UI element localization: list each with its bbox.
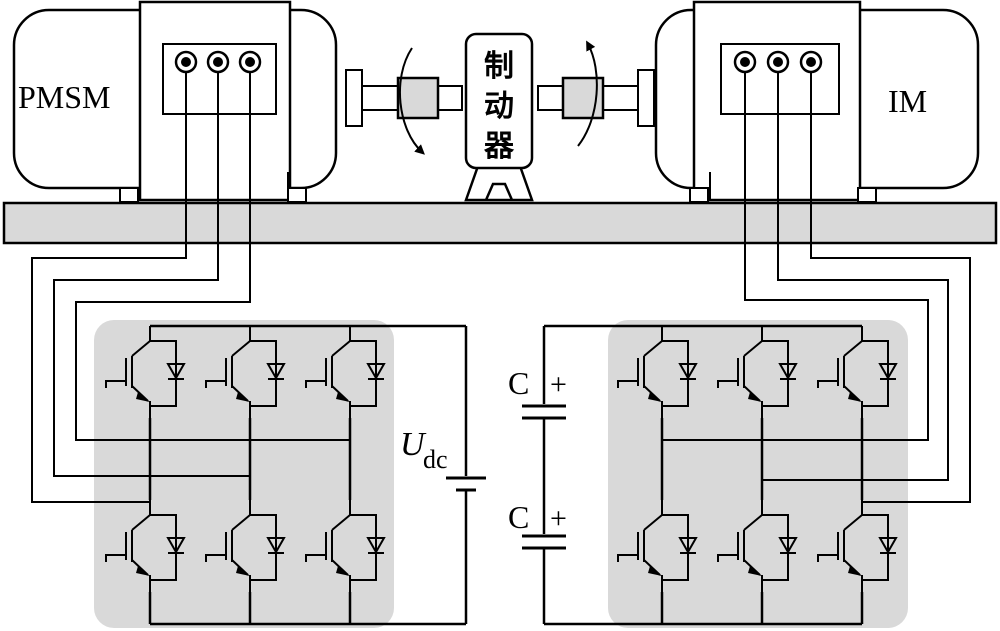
right-phase-wiring	[662, 72, 971, 503]
brake-label-3: 器	[483, 129, 515, 164]
left-phase-wiring	[31, 72, 350, 503]
right-motor: IM	[654, 0, 980, 203]
shaft-assembly	[345, 40, 655, 155]
right-motor-label: IM	[888, 83, 927, 119]
right-inverter-switches	[544, 324, 897, 626]
brake: 制 动 器	[464, 32, 534, 202]
udc-subscript: dc	[423, 445, 448, 474]
rotation-arrow-icon	[577, 40, 598, 147]
left-terminal-icons	[174, 50, 262, 74]
udc-label: U	[400, 426, 427, 463]
cap-top-label: C	[508, 365, 529, 401]
brake-label-1: 制	[484, 49, 514, 84]
cap-bottom-plus: +	[550, 502, 567, 535]
rotation-arrow-icon	[399, 47, 425, 155]
left-inverter-switches	[105, 324, 466, 626]
right-terminal-icons	[733, 50, 823, 74]
brake-label-2: 动	[484, 89, 514, 124]
bench-plate	[2, 201, 998, 245]
cap-bottom-label: C	[508, 499, 529, 535]
right-inverter	[608, 320, 908, 628]
left-motor: PMSM	[12, 0, 338, 203]
left-inverter	[94, 320, 394, 628]
left-coupling	[396, 76, 440, 120]
dc-link: U dc C + C +	[400, 326, 567, 624]
brake-box	[464, 32, 534, 170]
left-motor-label: PMSM	[18, 79, 111, 115]
cap-top-plus: +	[550, 368, 567, 401]
